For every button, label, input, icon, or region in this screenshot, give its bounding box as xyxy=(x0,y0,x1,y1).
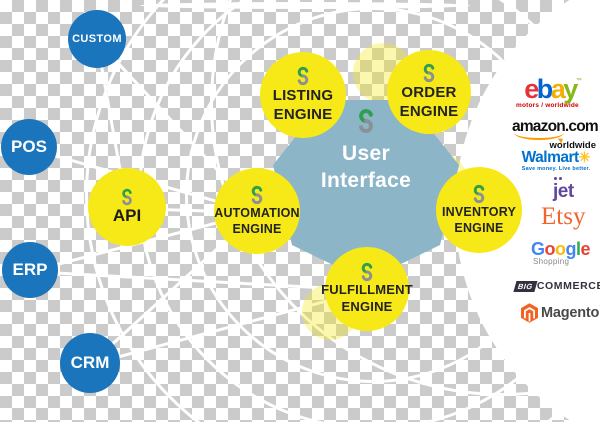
engine-label-line1: ORDER xyxy=(401,83,457,101)
sellbrite-s-icon xyxy=(251,185,263,204)
engine-label-line1: INVENTORY xyxy=(441,204,517,219)
channel-logo-bigcommerce: BIG COMMERCE xyxy=(513,280,600,292)
node-crm-label: CRM xyxy=(70,353,110,372)
channel-logo-google-shopping: Google Shopping xyxy=(531,239,591,266)
sellbrite-s-icon xyxy=(423,63,435,82)
walmart-wordmark: Walmart xyxy=(521,149,580,166)
walmart-tagline: Save money. Live better. xyxy=(521,166,591,172)
ebay-subtext: motors / worldwide xyxy=(516,102,579,109)
engine-circle-fulfillment: FULFILLMENT ENGINE xyxy=(321,247,413,331)
sellbrite-s-icon xyxy=(122,188,132,206)
jet-text: jet xyxy=(553,181,574,202)
sellbrite-s-icon xyxy=(359,109,373,133)
etsy-wordmark: Etsy xyxy=(541,203,586,230)
magento-text: Magento xyxy=(541,304,600,321)
decorative-ring xyxy=(85,0,600,422)
engine-label: LISTING ENGINE xyxy=(273,86,334,125)
trademark-symbol: ™ xyxy=(575,78,582,84)
bigcommerce-wordmark: COMMERCE xyxy=(536,280,600,292)
jet-wordmark: jet xyxy=(553,177,574,202)
user-interface-label: User Interface xyxy=(321,140,411,195)
amazon-subtext: worldwide xyxy=(549,140,596,151)
node-erp-label: ERP xyxy=(12,260,48,279)
channel-logo-jet: jet xyxy=(553,177,574,202)
engine-circle-automation: AUTOMATION ENGINE xyxy=(214,168,300,254)
engine-label-line1: FULFILLMENT xyxy=(321,282,413,298)
engine-label-line2: ENGINE xyxy=(273,106,333,123)
engine-label: FULFILLMENT ENGINE xyxy=(321,282,413,316)
sellbrite-s-icon xyxy=(473,184,485,203)
engine-label-line2: ENGINE xyxy=(399,103,459,120)
user-interface-line2: Interface xyxy=(320,169,412,193)
node-pos: POS xyxy=(1,119,57,175)
engine-label-line2: ENGINE xyxy=(341,299,393,314)
node-api-label: API xyxy=(112,206,142,225)
node-custom: CUSTOM xyxy=(68,10,126,68)
engine-circle-inventory: INVENTORY ENGINE xyxy=(436,167,522,253)
engine-circle-order: ORDER ENGINE xyxy=(387,50,471,134)
channel-logo-amazon: amazon.com worldwide xyxy=(512,118,599,151)
channel-logo-magento: Magento™ xyxy=(521,303,600,323)
node-crm: CRM xyxy=(60,333,120,393)
channel-logo-ebay: ebay™ motors / worldwide xyxy=(513,76,593,110)
node-erp: ERP xyxy=(2,242,58,298)
engine-label-line2: ENGINE xyxy=(232,222,282,236)
amazon-wordmark: amazon.com xyxy=(512,118,599,135)
node-pos-label: POS xyxy=(11,137,47,156)
node-custom-label: CUSTOM xyxy=(72,33,122,45)
engine-label: INVENTORY ENGINE xyxy=(442,204,516,237)
magento-m-icon xyxy=(521,303,538,323)
engine-label-line1: LISTING xyxy=(272,86,334,104)
walmart-spark-icon: ✳ xyxy=(578,149,591,165)
user-interface-line1: User xyxy=(342,142,390,165)
sellbrite-s-icon xyxy=(361,262,373,282)
channel-logo-walmart: Walmart✳ Save money. Live better. xyxy=(518,150,594,173)
google-shopping-subtext: Shopping xyxy=(533,257,570,266)
engine-label: AUTOMATION ENGINE xyxy=(214,205,300,238)
amazon-smile-arrow-icon xyxy=(514,132,564,140)
sellbrite-s-icon xyxy=(297,66,309,85)
channel-logo-etsy: Etsy xyxy=(541,204,585,229)
bigcommerce-flag: BIG xyxy=(513,281,538,292)
google-wordmark: Google xyxy=(531,239,591,259)
engine-label-line2: ENGINE xyxy=(454,221,504,235)
magento-wordmark: Magento™ xyxy=(541,304,600,321)
engine-label-line1: AUTOMATION xyxy=(214,205,300,220)
engine-label: ORDER ENGINE xyxy=(400,83,459,122)
engine-circle-listing: LISTING ENGINE xyxy=(260,52,346,138)
node-api: API xyxy=(88,168,166,246)
decorative-arc xyxy=(140,2,470,9)
jet-dots-icon xyxy=(554,177,557,180)
ebay-wordmark: ebay xyxy=(524,74,578,104)
